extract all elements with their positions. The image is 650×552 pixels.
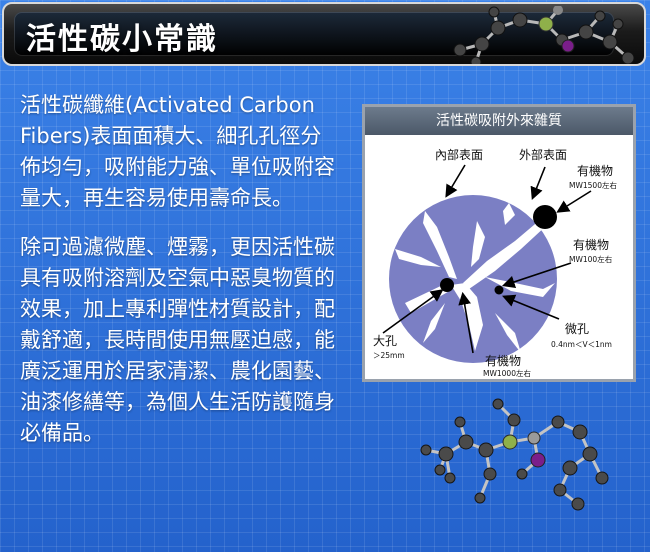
- label-micropore-size: 0.4nm＜V＜1nm: [551, 340, 612, 349]
- organic-molecule-large: [533, 205, 557, 229]
- organic-molecule-small: [494, 285, 504, 295]
- paragraph-uses: 除可過濾微塵、煙霧，更因活性碳具有吸附溶劑及空氣中惡臭物質的效果，加上專利彈性材…: [20, 235, 335, 445]
- label-organic-large-mw: MW1500左右: [569, 180, 617, 190]
- paragraph-intro: 活性碳纖維(Activated Carbon Fibers)表面面積大、細孔孔徑…: [20, 93, 335, 210]
- label-organic-bottom: 有機物: [485, 353, 521, 368]
- label-organic-large: 有機物: [577, 163, 613, 178]
- label-organic-mid-mw: MW100左右: [569, 254, 613, 264]
- label-organic-mid: 有機物: [573, 237, 609, 252]
- label-macropore-size: ＞25mm: [373, 351, 405, 360]
- molecule-icon: [453, 6, 635, 64]
- header-banner: 活性碳小常識: [2, 2, 646, 66]
- page-title: 活性碳小常識: [26, 22, 218, 57]
- label-outer-surface: 外部表面: [519, 147, 567, 162]
- label-macropore: 大孔: [373, 334, 397, 348]
- organic-molecule-mid: [440, 278, 454, 292]
- label-micropore: 微孔: [565, 322, 589, 336]
- molecule-icon: [420, 398, 609, 511]
- carbon-particle-diagram: 內部表面 外部表面 有機物 MW1500左右 有機物 MW100左右 微孔 0.…: [373, 147, 617, 378]
- figure-title: 活性碳吸附外來雜質: [365, 107, 633, 135]
- carbon-particle: [389, 195, 557, 363]
- article-body: 活性碳纖維(Activated Carbon Fibers)表面面積大、細孔孔徑…: [20, 90, 340, 467]
- label-organic-bottom-mw: MW1000左右: [483, 368, 531, 378]
- adsorption-figure: 活性碳吸附外來雜質: [362, 104, 636, 382]
- label-inner-surface: 內部表面: [435, 147, 483, 162]
